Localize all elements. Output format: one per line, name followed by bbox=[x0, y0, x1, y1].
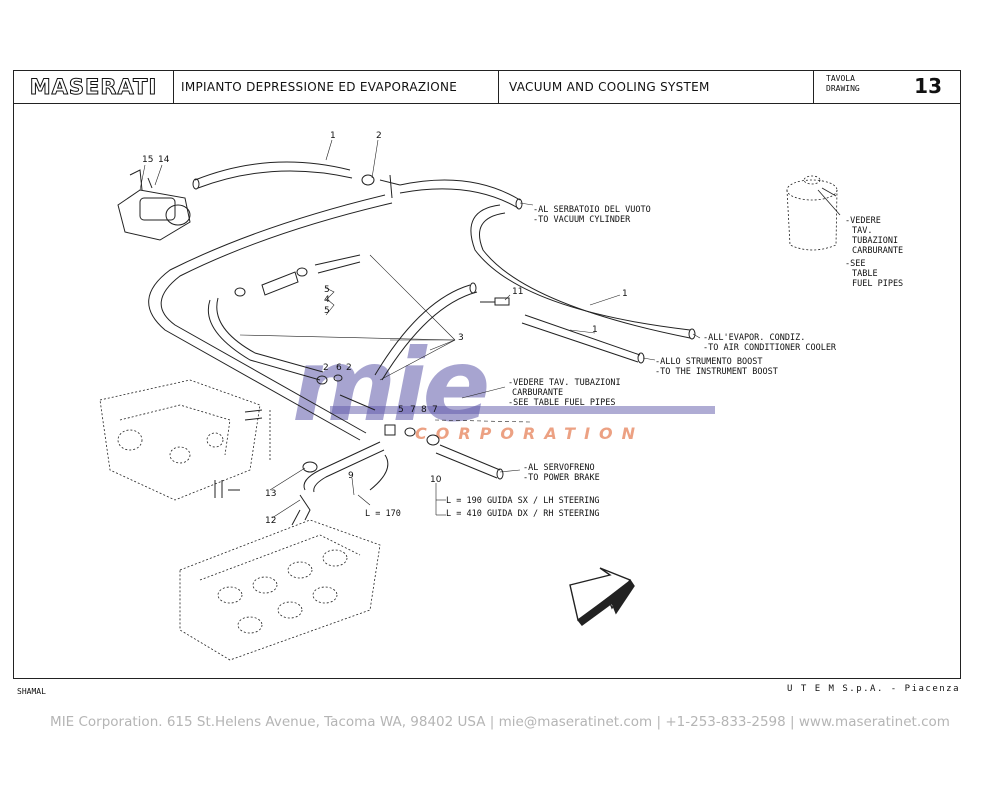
hose-10 bbox=[435, 444, 504, 480]
callout-steer-lh: L = 190 GUIDA SX / LH STEERING bbox=[446, 496, 600, 506]
hose-1-loop bbox=[148, 194, 393, 441]
part-label: 4 bbox=[324, 295, 330, 305]
part-label: 2 bbox=[323, 363, 329, 373]
side-note-en-3: FUEL PIPES bbox=[852, 279, 903, 289]
callout-length-9: L = 170 bbox=[365, 509, 401, 519]
contact-line: MIE Corporation. 615 St.Helens Avenue, T… bbox=[50, 714, 950, 730]
part-label: 5 bbox=[324, 306, 330, 316]
drawing-label: TAVOLA DRAWING bbox=[826, 74, 860, 94]
callout-fuel-en: -SEE TABLE FUEL PIPES bbox=[508, 398, 615, 408]
part-label: 11 bbox=[512, 287, 523, 297]
fitting-12 bbox=[291, 494, 311, 526]
filter-assembly bbox=[234, 254, 361, 297]
callout-vacuum-it: -AL SERBATOIO DEL VUOTO bbox=[533, 205, 651, 215]
drawing-number: 13 bbox=[914, 74, 942, 98]
brand-logo: MASERATI bbox=[14, 71, 174, 103]
hose-to-vacuum-cylinder bbox=[399, 179, 521, 201]
part-label: 9 bbox=[348, 471, 354, 481]
part-label: 5 bbox=[398, 405, 404, 415]
part-label: 1 bbox=[592, 325, 598, 335]
side-note-it-4: CARBURANTE bbox=[852, 246, 903, 256]
clamp-2 bbox=[361, 174, 375, 186]
hose-1-right bbox=[470, 204, 696, 340]
part-label: 8 bbox=[421, 405, 427, 415]
side-note-it-2: TAV. bbox=[852, 226, 872, 236]
part-label: 12 bbox=[265, 516, 276, 526]
fitting-11 bbox=[480, 297, 510, 306]
company-name: U T E M S.p.A. - Piacenza bbox=[787, 684, 960, 694]
part-label: 13 bbox=[265, 489, 276, 499]
hose-1-upper bbox=[192, 161, 353, 190]
part-label: 2 bbox=[376, 131, 382, 141]
drawing-number-cell: TAVOLA DRAWING 13 bbox=[814, 71, 960, 103]
part-number-labels: 1 2 15 14 11 1 1 5 4 5 3 2 6 2 5 7 8 7 9… bbox=[142, 131, 628, 526]
part-label: 10 bbox=[430, 475, 442, 485]
callout-boost-en: -TO THE INSTRUMENT BOOST bbox=[655, 367, 778, 377]
callout-labels: -AL SERBATOIO DEL VUOTO -TO VACUUM CYLIN… bbox=[365, 205, 903, 519]
tank-pointer bbox=[817, 189, 841, 216]
part-label: 15 bbox=[142, 155, 153, 165]
side-note-en-2: TABLE bbox=[852, 269, 878, 279]
fuel-tank-icon bbox=[786, 175, 838, 251]
callout-steer-rh: L = 410 GUIDA DX / RH STEERING bbox=[446, 509, 600, 519]
watermark-brand: mie bbox=[292, 327, 490, 444]
clamp-13 bbox=[302, 461, 318, 473]
part-label: 5 bbox=[324, 285, 330, 295]
t-connector bbox=[379, 174, 401, 199]
watermark-sub: CORPORATION bbox=[415, 424, 645, 443]
part-label: 1 bbox=[330, 131, 336, 141]
callout-vacuum-en: -TO VACUUM CYLINDER bbox=[533, 215, 631, 225]
hose-3-upper bbox=[374, 284, 471, 376]
callout-brake-en: -TO POWER BRAKE bbox=[523, 473, 600, 483]
model-name: SHAMAL bbox=[17, 687, 46, 696]
callout-fuel-it-1: -VEDERE TAV. TUBAZIONI bbox=[508, 378, 621, 388]
part-label: 7 bbox=[410, 405, 416, 415]
title-italian: IMPIANTO DEPRESSIONE ED EVAPORAZIONE bbox=[174, 71, 499, 103]
part-label: 14 bbox=[158, 155, 170, 165]
callout-ac-en: -TO AIR CONDITIONER COOLER bbox=[703, 343, 837, 353]
hose-1-boost bbox=[521, 314, 645, 364]
part-label: 7 bbox=[432, 405, 438, 415]
hose-fitting-left bbox=[214, 409, 263, 498]
callout-boost-it: -ALLO STRUMENTO BOOST bbox=[655, 357, 762, 367]
part-label: 1 bbox=[622, 289, 628, 299]
title-block: MASERATI IMPIANTO DEPRESSIONE ED EVAPORA… bbox=[13, 70, 961, 104]
connector-cluster bbox=[316, 374, 440, 446]
cylinder-head-icon bbox=[179, 519, 381, 661]
leader-lines bbox=[139, 139, 701, 519]
callout-fuel-it-2: CARBURANTE bbox=[512, 388, 563, 398]
part-label: 6 bbox=[336, 363, 342, 373]
callout-ac-it: -ALL'EVAPOR. CONDIZ. bbox=[703, 333, 805, 343]
intake-manifold-icon bbox=[99, 379, 271, 501]
watermark-bar bbox=[330, 406, 715, 414]
side-note-it-1: -VEDERE bbox=[845, 216, 881, 226]
part-label: 3 bbox=[458, 333, 464, 343]
callout-brake-it: -AL SERVOFRENO bbox=[523, 463, 595, 473]
hose-9 bbox=[303, 441, 389, 493]
part-label: 2 bbox=[346, 363, 352, 373]
drawing-label-en: DRAWING bbox=[826, 84, 860, 93]
hose-3-lower bbox=[207, 299, 321, 381]
side-note-it-3: TUBAZIONI bbox=[852, 236, 898, 246]
logo-text: MASERATI bbox=[29, 75, 158, 100]
side-note-en-1: -SEE bbox=[845, 259, 865, 269]
tavola-label: TAVOLA bbox=[826, 74, 855, 83]
title-english: VACUUM AND COOLING SYSTEM bbox=[499, 71, 814, 103]
drawing-frame bbox=[13, 103, 961, 679]
vacuum-pump-icon bbox=[117, 169, 191, 241]
direction-arrow-icon bbox=[569, 567, 635, 626]
